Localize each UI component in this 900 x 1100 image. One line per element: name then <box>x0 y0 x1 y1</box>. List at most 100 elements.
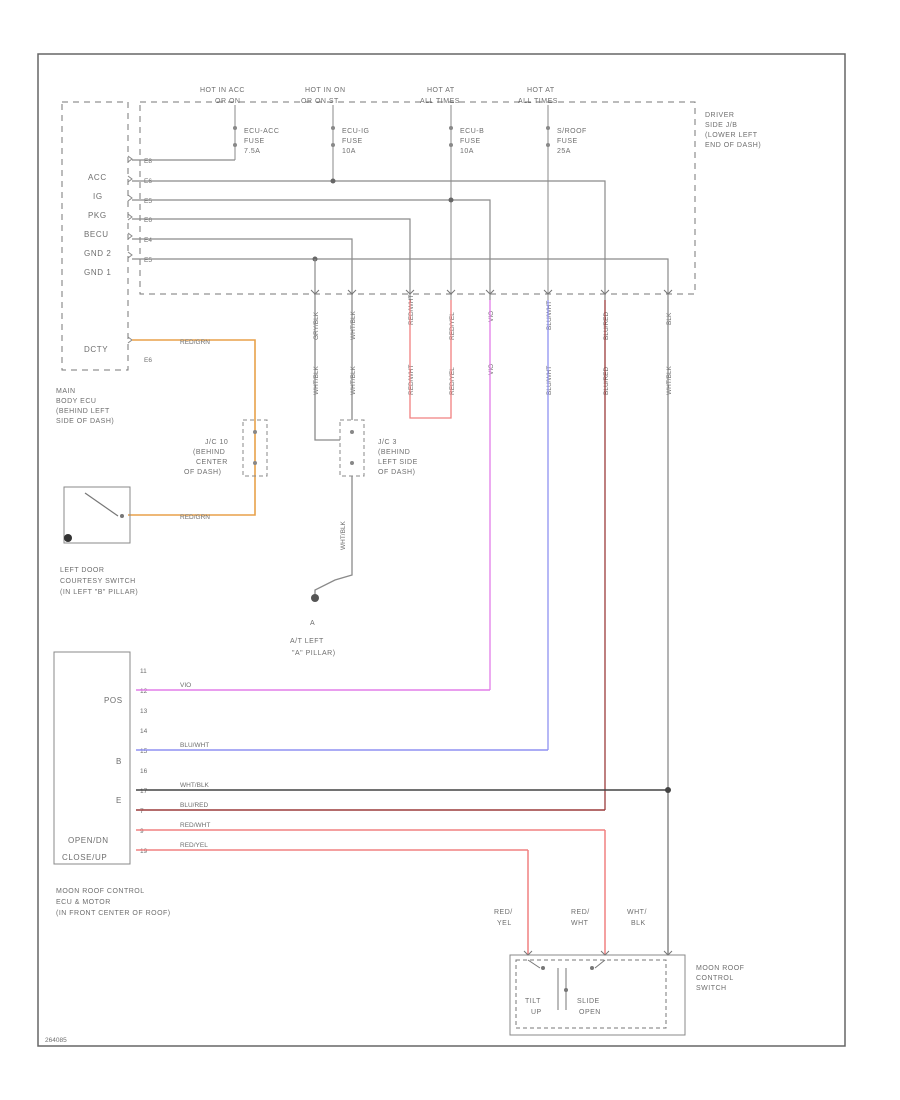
ecu-term-gnd2: GND 2 <box>84 249 111 258</box>
hot-label-1b: OR ON <box>215 98 240 105</box>
svg-text:16: 16 <box>140 768 148 775</box>
svg-text:FUSE: FUSE <box>244 138 265 145</box>
moonroof-ecu-label-2: ECU & MOTOR <box>56 899 111 906</box>
jb-wire-label-7: BLU/RED <box>603 312 610 340</box>
svg-text:S/ROOF: S/ROOF <box>557 128 587 135</box>
footer-code: 264085 <box>45 1037 67 1044</box>
hot-label-3a: HOT AT <box>427 87 455 94</box>
body-ecu-label-1: MAIN <box>56 388 76 395</box>
svg-text:7: 7 <box>140 808 144 815</box>
ecu-term-pkg: PKG <box>88 211 107 220</box>
svg-text:17: 17 <box>140 788 148 795</box>
body-ecu-label-3: (BEHIND LEFT <box>56 408 110 415</box>
hot-label-1a: HOT IN ACC <box>200 87 245 94</box>
jb-wire-label-8: BLK <box>666 312 673 325</box>
svg-text:10A: 10A <box>342 148 356 155</box>
jc3-label-2: (BEHIND <box>378 449 410 456</box>
jc10-label-4: OF DASH) <box>184 469 221 476</box>
door-switch-label-3: (IN LEFT "B" PILLAR) <box>60 589 138 596</box>
ground-point <box>311 594 319 602</box>
dcty-wire-label: RED/GRN <box>180 339 210 346</box>
moonroof-switch-inner <box>515 959 667 1029</box>
bottom-wire-label-vio: VIO <box>180 682 191 689</box>
fuse-ecu-ig: ECU-IG FUSE 10A <box>331 105 369 181</box>
pin-e5a: E5 <box>144 198 152 205</box>
ground-label-1: A <box>310 620 315 627</box>
switch-pos-tilt-1: TILT <box>525 998 541 1005</box>
svg-text:7.5A: 7.5A <box>244 148 260 155</box>
svg-text:FUSE: FUSE <box>557 138 578 145</box>
bottom-wire-label-blured: BLU/RED <box>180 802 208 809</box>
pin-dcty: E6 <box>144 357 152 364</box>
body-ecu-label-2: BODY ECU <box>56 398 96 405</box>
svg-text:ECU-B: ECU-B <box>460 128 484 135</box>
switch-top-label-1b: YEL <box>497 920 512 927</box>
jb-wire-label-6: BLU/WHT <box>546 301 553 330</box>
jb-wire-label-3: RED/WHT <box>408 295 415 325</box>
ecu-term-dcty: DCTY <box>84 345 108 354</box>
jc10-label-1: J/C 10 <box>205 439 228 446</box>
jb-wire-label-1: GRY/BLK <box>313 311 320 340</box>
hot-label-2a: HOT IN ON <box>305 87 346 94</box>
ecu-term-acc: ACC <box>88 173 107 182</box>
moonroof-ecu-pins: 11 12 13 14 15 16 17 7 9 19 <box>140 668 148 855</box>
moonroof-ecu-label-3: (IN FRONT CENTER OF ROOF) <box>56 910 171 917</box>
switch-top-label-3b: BLK <box>631 920 646 927</box>
switch-label-2: CONTROL <box>696 975 734 982</box>
ecu-term-gnd1: GND 1 <box>84 268 111 277</box>
svg-text:12: 12 <box>140 688 148 695</box>
ground-wire <box>314 430 353 598</box>
body-ecu-label-4: SIDE OF DASH) <box>56 418 114 425</box>
moonroof-ecu-wires <box>136 689 669 955</box>
mr-term-pos: POS <box>104 696 123 705</box>
bottom-wire-label-redwht: RED/WHT <box>180 822 210 829</box>
mid-wire-label-7: BLU/RED <box>603 367 610 395</box>
splice-wht-blk <box>665 787 671 793</box>
jc3-label-4: OF DASH) <box>378 469 415 476</box>
main-body-ecu-outline <box>61 101 129 371</box>
mr-term-close: CLOSE/UP <box>62 853 107 862</box>
pin-e6b: E6 <box>144 217 152 224</box>
switch-wire-label: RED/GRN <box>180 514 210 521</box>
switch-label-1: MOON ROOF <box>696 965 744 972</box>
mid-wire-label-1: WHT/BLK <box>313 365 320 395</box>
jc3-label-3: LEFT SIDE <box>378 459 418 466</box>
bottom-wire-label-bluwht: BLU/WHT <box>180 742 209 749</box>
svg-text:14: 14 <box>140 728 148 735</box>
svg-text:ECU-ACC: ECU-ACC <box>244 128 279 135</box>
ecu-connector-marks <box>127 155 133 344</box>
mr-term-open: OPEN/DN <box>68 836 109 845</box>
junction-block-outline <box>139 101 696 295</box>
svg-text:13: 13 <box>140 708 148 715</box>
jb-label-2: SIDE J/B <box>705 122 737 129</box>
fuse-sroof: S/ROOF FUSE 25A <box>546 105 587 300</box>
svg-text:11: 11 <box>140 668 147 675</box>
mid-wire-label-5: VIO <box>488 364 495 375</box>
jb-wire-label-5: VIO <box>488 311 495 322</box>
moonroof-ecu-label-1: MOON ROOF CONTROL <box>56 888 145 895</box>
hot-label-2b: OR ON ST <box>301 98 339 105</box>
mr-term-b: B <box>116 757 122 766</box>
door-switch-ground <box>64 534 72 542</box>
pin-e8: E8 <box>144 158 152 165</box>
switch-top-label-2a: RED/ <box>571 909 590 916</box>
ecu-internal-wires <box>132 159 669 300</box>
jc3-label-1: J/C 3 <box>378 439 397 446</box>
jc10-label-3: CENTER <box>196 459 228 466</box>
svg-text:9: 9 <box>140 828 144 835</box>
hot-label-4b: ALL TIMES <box>518 98 558 105</box>
mr-term-e: E <box>116 796 122 805</box>
ground-label-3: "A" PILLAR) <box>292 650 336 657</box>
switch-pos-slide-2: OPEN <box>579 1009 601 1016</box>
pin-e5b: E5 <box>144 257 152 264</box>
door-switch-label-1: LEFT DOOR <box>60 567 104 574</box>
ground-wire-label: WHT/BLK <box>340 520 347 550</box>
hot-label-3b: ALL TIMES <box>420 98 460 105</box>
moonroof-switch-box <box>509 954 686 1036</box>
hot-label-4a: HOT AT <box>527 87 555 94</box>
switch-top-label-1a: RED/ <box>494 909 513 916</box>
svg-text:15: 15 <box>140 748 148 755</box>
switch-label-3: SWITCH <box>696 985 727 992</box>
svg-text:10A: 10A <box>460 148 474 155</box>
